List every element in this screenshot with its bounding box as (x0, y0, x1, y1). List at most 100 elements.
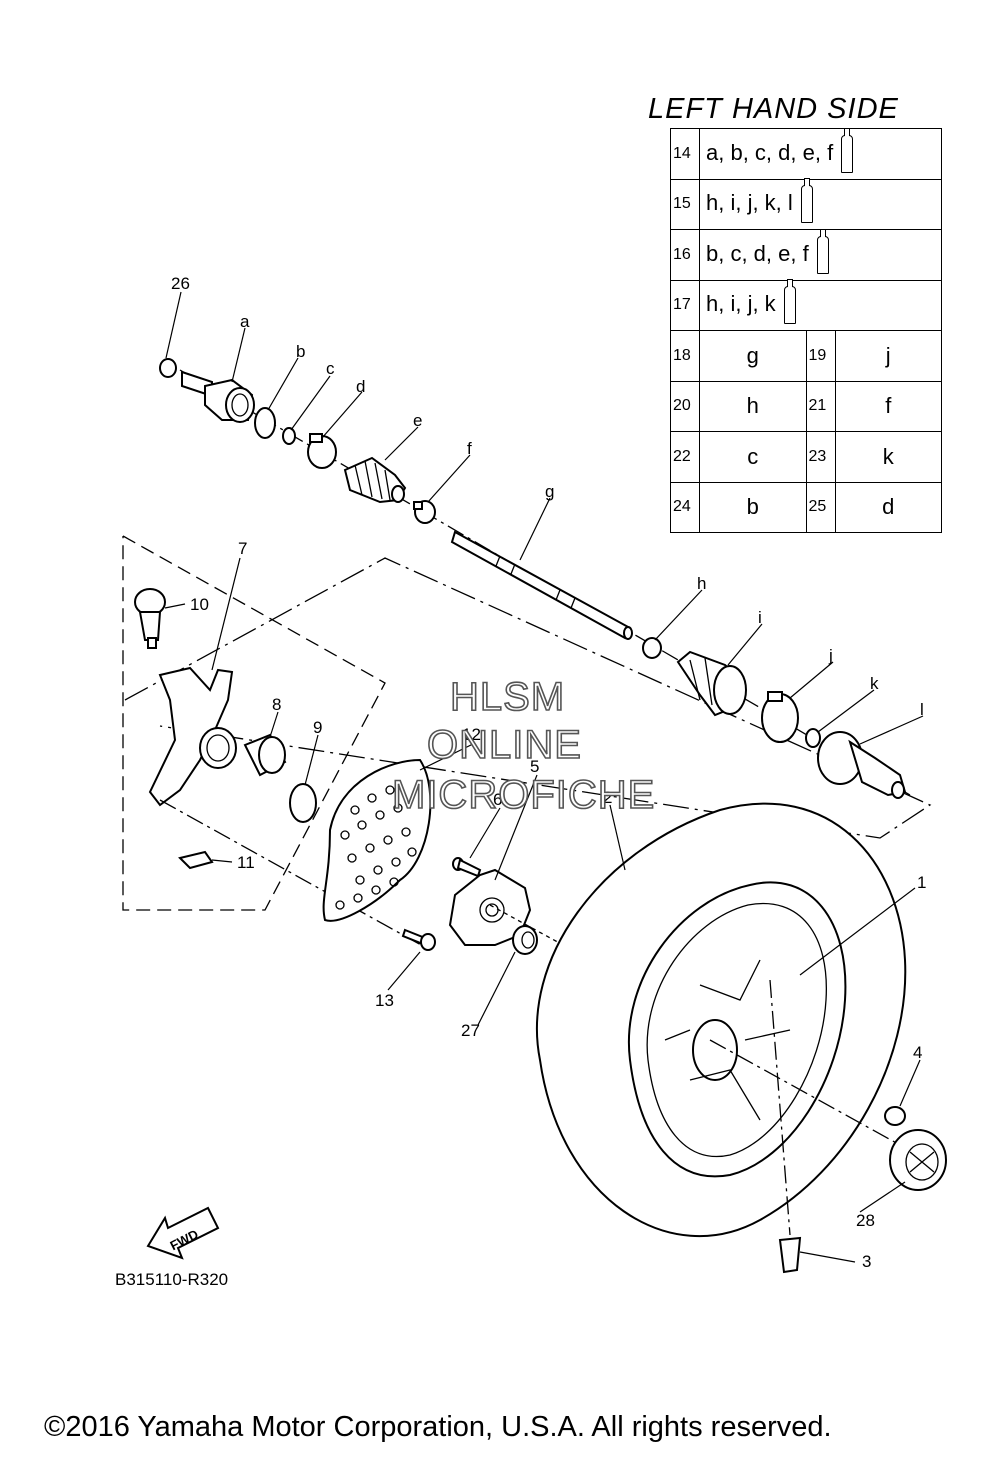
callout-a: a (240, 312, 250, 331)
callout-8: 8 (272, 695, 281, 714)
legend-value: g (699, 330, 807, 382)
legend-pair-row: 18 g 19 j (670, 330, 942, 382)
legend-value: k (834, 431, 942, 483)
boot-i-part (676, 650, 747, 717)
grease-tube-icon (783, 279, 796, 325)
callout-12: 12 (462, 725, 481, 744)
legend-num: 18 (670, 330, 700, 382)
callout-27: 27 (461, 1021, 480, 1040)
circlip-9-part (289, 783, 317, 823)
exploded-diagram: 2 6 a b c d e f g h i j k l 7 10 8 9 11 1… (122, 274, 947, 1274)
knuckle-group-outline (122, 535, 386, 911)
wheel-axis-line (709, 1039, 901, 1146)
driveshaft-group-outline (124, 557, 932, 839)
callout-g: g (545, 482, 554, 501)
drive-shaft-g-part (450, 530, 633, 640)
fwd-arrow-icon: FWD (146, 1206, 220, 1260)
valve-3-part (778, 1236, 802, 1274)
nut-27-part (512, 925, 538, 955)
legend-pair-row: 20 h 21 f (670, 380, 942, 432)
callout-d: d (356, 377, 365, 396)
knuckle-7-part (148, 666, 237, 807)
callout-4: 4 (913, 1043, 922, 1062)
legend-parts: b, c, d, e, f (706, 240, 809, 266)
circlip-26-part (159, 358, 177, 378)
legend-num: 17 (670, 279, 700, 331)
cap-28-part (889, 1129, 947, 1191)
circlip-k-part (805, 728, 821, 748)
band-h-part (642, 637, 662, 659)
callout-e: e (413, 411, 422, 430)
legend-num: 20 (670, 380, 700, 432)
legend-value: j (834, 330, 942, 382)
bearing-8-part (243, 733, 287, 777)
legend-title: LEFT HAND SIDE (648, 93, 899, 125)
clip-11-part (178, 850, 214, 870)
legend-num: 19 (805, 330, 836, 382)
legend-parts: a, b, c, d, e, f (706, 139, 834, 165)
callout-i: i (758, 608, 762, 627)
callout-13: 13 (375, 991, 394, 1010)
legend-table: 14 a, b, c, d, e, f 15 h, i, j, k, l 16 … (670, 127, 942, 533)
legend-row: 17 h, i, j, k (670, 279, 942, 331)
watermark-line-1: HLSM (450, 675, 565, 719)
watermark-line-2: ONLINE (427, 723, 582, 767)
callout-10: 10 (190, 595, 209, 614)
legend-num: 14 (670, 128, 700, 180)
band-j-part (761, 691, 799, 743)
wheel-1-part (627, 881, 847, 1178)
shaft-center-line (179, 369, 911, 796)
ball-joint-10-part (134, 588, 166, 649)
legend-num: 23 (805, 431, 836, 483)
cv-joint-a-part (181, 370, 255, 423)
legend-row: 16 b, c, d, e, f (670, 228, 942, 281)
callout-28: 28 (856, 1211, 875, 1230)
legend-num: 21 (805, 380, 836, 432)
legend-num: 25 (805, 481, 836, 533)
oring-b-part (254, 407, 276, 439)
diagram-code: B315110-R320 (115, 1270, 229, 1289)
leader-lines (164, 291, 924, 1263)
bolt-13-part (401, 928, 436, 951)
callout-9: 9 (313, 718, 322, 737)
watermark-line-3: MICROFICHE (392, 773, 655, 817)
hub-5-part (448, 868, 532, 946)
callout-l: l (920, 700, 924, 719)
callout-3: 3 (862, 1252, 871, 1271)
callout-2: 2 (603, 788, 612, 807)
legend-pair-row: 24 b 25 d (670, 481, 942, 533)
grease-tube-icon (816, 228, 829, 274)
nut-4-part (884, 1106, 906, 1126)
callout-5: 5 (530, 757, 539, 776)
cv-joint-l-part (817, 731, 907, 799)
legend-num: 22 (670, 431, 700, 483)
callout-1: 1 (917, 873, 926, 892)
callout-k: k (870, 674, 879, 693)
legend-row: 14 a, b, c, d, e, f (670, 127, 942, 180)
band-d-part (307, 433, 337, 469)
callout-11: 11 (237, 853, 255, 872)
callout-j: j (828, 646, 833, 665)
callout-7: 7 (238, 539, 247, 558)
legend-parts: h, i, j, k, l (706, 190, 793, 216)
legend-num: 16 (670, 229, 700, 281)
brake-disc-12-part (322, 758, 432, 922)
legend-row: 15 h, i, j, k, l (670, 178, 942, 230)
circlip-c-part (282, 427, 296, 445)
boot-e-part (343, 456, 407, 504)
legend-num: 15 (670, 178, 700, 230)
callout-h: h (697, 574, 706, 593)
grease-tube-icon (841, 127, 854, 173)
legend-value: b (699, 481, 807, 533)
bolt-6-part (452, 857, 482, 878)
grease-tube-icon (800, 178, 813, 224)
knuckle-axis-line (159, 799, 431, 951)
legend-num: 24 (670, 481, 700, 533)
callout-6: 6 (493, 790, 502, 809)
callout-c: c (326, 359, 335, 378)
copyright-text: ©2016 Yamaha Motor Corporation, U.S.A. A… (44, 1411, 832, 1443)
legend-parts: h, i, j, k (706, 291, 776, 317)
legend-value: d (834, 481, 942, 533)
callout-f: f (467, 439, 472, 458)
callout-b: b (296, 342, 305, 361)
